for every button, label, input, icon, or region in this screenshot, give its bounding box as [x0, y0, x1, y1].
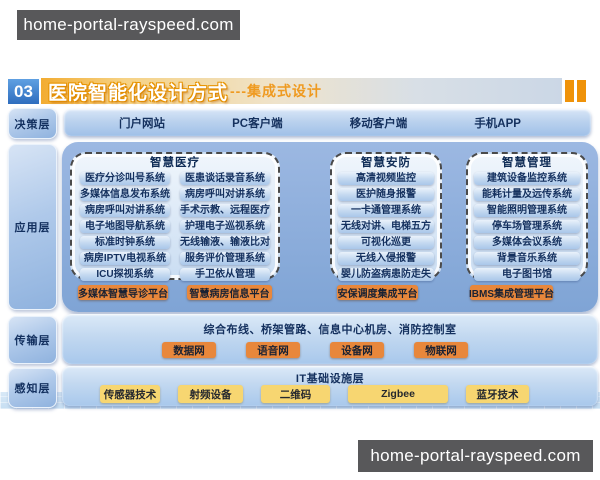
client-item: 移动客户端 [349, 117, 408, 130]
title-accent-bar [565, 80, 574, 102]
system-item: 无线输液、输液比对 [180, 236, 270, 249]
tech-chip: 二维码 [261, 385, 330, 403]
system-item: 病房IPTV电视系统 [80, 252, 170, 265]
system-item: 婴儿防盗病患防走失 [338, 268, 434, 281]
system-item: 服务评价管理系统 [180, 252, 270, 265]
layer-label-application: 应用层 [8, 144, 57, 310]
system-item: 标准时钟系统 [80, 236, 170, 249]
watermark-text: home-portal-rayspeed.com [370, 446, 581, 465]
slide-number: 03 [14, 81, 33, 101]
watermark-bottom: home-portal-rayspeed.com [358, 440, 593, 472]
medical-columns: 医疗分诊叫号系统 多媒体信息发布系统 病房呼叫对讲系统 电子地图导航系统 标准时… [72, 170, 278, 283]
network-chip: 语音网 [246, 342, 300, 358]
network-chip: 设备网 [330, 342, 384, 358]
system-item: 停车场管理系统 [474, 220, 580, 233]
system-item: 能耗计量及远传系统 [474, 188, 580, 201]
title-accent-bar [577, 80, 586, 102]
platform-chip: 智慧病房信息平台 [187, 285, 272, 300]
platform-chip: IBMS集成管理平台 [469, 285, 554, 300]
system-item: 无线入侵报警 [338, 252, 434, 265]
system-item: 医疗分诊叫号系统 [80, 172, 170, 185]
page-title: 医院智能化设计方式 [48, 82, 229, 104]
perception-layer-bar: IT基础设施层 传感器技术 射频设备 二维码 Zigbee 蓝牙技术 [62, 366, 598, 406]
transmission-title: 综合布线、桥架管路、信息中心机房、消防控制室 [203, 324, 457, 336]
system-item: 高清视频监控 [338, 172, 434, 185]
layer-label-text: 决策层 [14, 118, 51, 131]
client-item: PC客户端 [232, 117, 283, 130]
application-layer-container: 智慧医疗 医疗分诊叫号系统 多媒体信息发布系统 病房呼叫对讲系统 电子地图导航系… [62, 142, 598, 312]
system-item: ICU探视系统 [80, 268, 170, 281]
client-item: 手机APP [474, 117, 521, 130]
client-item: 门户网站 [119, 117, 165, 130]
management-column: 建筑设备监控系统 能耗计量及远传系统 智能照明管理系统 停车场管理系统 多媒体会… [468, 170, 586, 283]
medical-right-column: 医患谈话录音系统 病房呼叫对讲系统 手术示教、远程医疗 护理电子巡视系统 无线输… [180, 172, 270, 281]
network-chip: 数据网 [162, 342, 216, 358]
group-smart-medical: 智慧医疗 医疗分诊叫号系统 多媒体信息发布系统 病房呼叫对讲系统 电子地图导航系… [70, 152, 280, 283]
system-item: 手卫依从管理 [180, 268, 270, 281]
system-item: 病房呼叫对讲系统 [180, 188, 270, 201]
network-chip: 物联网 [414, 342, 468, 358]
system-item: 医患谈话录音系统 [180, 172, 270, 185]
system-item: 医护随身报警 [338, 188, 434, 201]
tech-chip: 射频设备 [178, 385, 243, 403]
transmission-layer-bar: 综合布线、桥架管路、信息中心机房、消防控制室 数据网 语音网 设备网 物联网 [62, 314, 598, 364]
tech-chip: 蓝牙技术 [466, 385, 529, 403]
system-item: 病房呼叫对讲系统 [80, 204, 170, 217]
platform-chip: 多媒体智慧导诊平台 [78, 285, 168, 300]
page-subtitle: ---集成式设计 [230, 83, 323, 99]
watermark-top: home-portal-rayspeed.com [17, 10, 240, 40]
layer-label-text: 感知层 [14, 383, 51, 395]
network-row: 数据网 语音网 设备网 物联网 [162, 342, 468, 358]
group-title: 智慧管理 [502, 157, 552, 169]
system-item: 背景音乐系统 [474, 252, 580, 265]
layer-label-perception: 感知层 [8, 368, 57, 408]
platform-chip: 安保调度集成平台 [337, 285, 418, 300]
tech-chip: Zigbee [348, 385, 448, 403]
layer-label-text: 传输层 [14, 335, 51, 347]
layer-label-decision: 决策层 [8, 108, 57, 139]
perception-title: IT基础设施层 [295, 373, 365, 385]
system-item: 护理电子巡视系统 [180, 220, 270, 233]
system-item: 无线对讲、电梯五方 [338, 220, 434, 233]
system-item: 手术示教、远程医疗 [180, 204, 270, 217]
system-item: 可视化巡更 [338, 236, 434, 249]
system-item: 建筑设备监控系统 [474, 172, 580, 185]
group-title: 智慧安防 [361, 157, 411, 169]
group-smart-security: 智慧安防 高清视频监控 医护随身报警 一卡通管理系统 无线对讲、电梯五方 可视化… [330, 152, 442, 283]
system-item: 一卡通管理系统 [338, 204, 434, 217]
tech-row: 传感器技术 射频设备 二维码 Zigbee 蓝牙技术 [100, 385, 529, 403]
slide-number-badge: 03 [8, 79, 39, 104]
layer-label-transmission: 传输层 [8, 316, 57, 364]
system-item: 多媒体会议系统 [474, 236, 580, 249]
layer-label-text: 应用层 [14, 222, 51, 234]
security-column: 高清视频监控 医护随身报警 一卡通管理系统 无线对讲、电梯五方 可视化巡更 无线… [332, 170, 440, 283]
system-item: 电子图书馆 [474, 268, 580, 281]
system-item: 智能照明管理系统 [474, 204, 580, 217]
system-item: 电子地图导航系统 [80, 220, 170, 233]
medical-left-column: 医疗分诊叫号系统 多媒体信息发布系统 病房呼叫对讲系统 电子地图导航系统 标准时… [80, 172, 170, 281]
group-smart-management: 智慧管理 建筑设备监控系统 能耗计量及远传系统 智能照明管理系统 停车场管理系统… [466, 152, 588, 283]
decision-layer-bar: 门户网站 PC客户端 移动客户端 手机APP [64, 109, 591, 136]
tech-chip: 传感器技术 [100, 385, 160, 403]
watermark-text: home-portal-rayspeed.com [23, 15, 234, 34]
group-title: 智慧医疗 [150, 157, 200, 169]
title-bar: 医院智能化设计方式 ---集成式设计 [41, 78, 562, 104]
system-item: 多媒体信息发布系统 [80, 188, 170, 201]
